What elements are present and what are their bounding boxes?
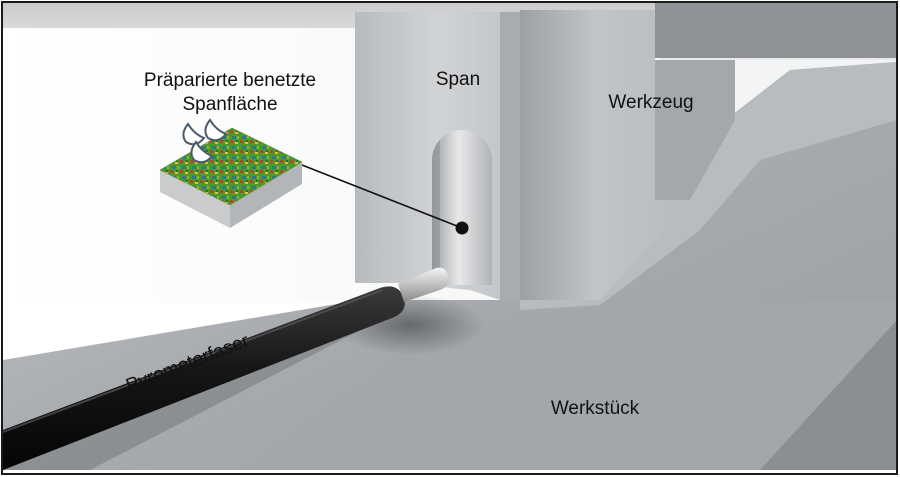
workpiece-right-face bbox=[760, 320, 897, 470]
slot-inner-shadow bbox=[432, 140, 440, 285]
pyrometer-fiber-highlight bbox=[2, 289, 383, 433]
tool-side-face bbox=[655, 60, 735, 200]
pyrometer-fiber-pin bbox=[398, 267, 449, 302]
measurement-point-icon bbox=[455, 221, 469, 235]
water-droplet-icon bbox=[182, 118, 228, 164]
label-prepared-surface-line2: Spanfläche bbox=[182, 94, 277, 115]
pyrometer-fiber-cable bbox=[3, 286, 405, 470]
prepared-surface-tile bbox=[159, 127, 303, 228]
label-tool: Werkzeug bbox=[608, 92, 693, 113]
label-prepared-surface-line1: Präparierte benetzte bbox=[144, 70, 316, 91]
leader-line bbox=[301, 164, 463, 229]
workpiece-front-face bbox=[250, 300, 897, 470]
label-workpiece: Werkstück bbox=[551, 398, 640, 419]
machine-top-right bbox=[655, 3, 897, 58]
label-chip: Span bbox=[436, 69, 480, 90]
chip-slot bbox=[432, 130, 492, 285]
chip-right-edge bbox=[500, 12, 520, 300]
